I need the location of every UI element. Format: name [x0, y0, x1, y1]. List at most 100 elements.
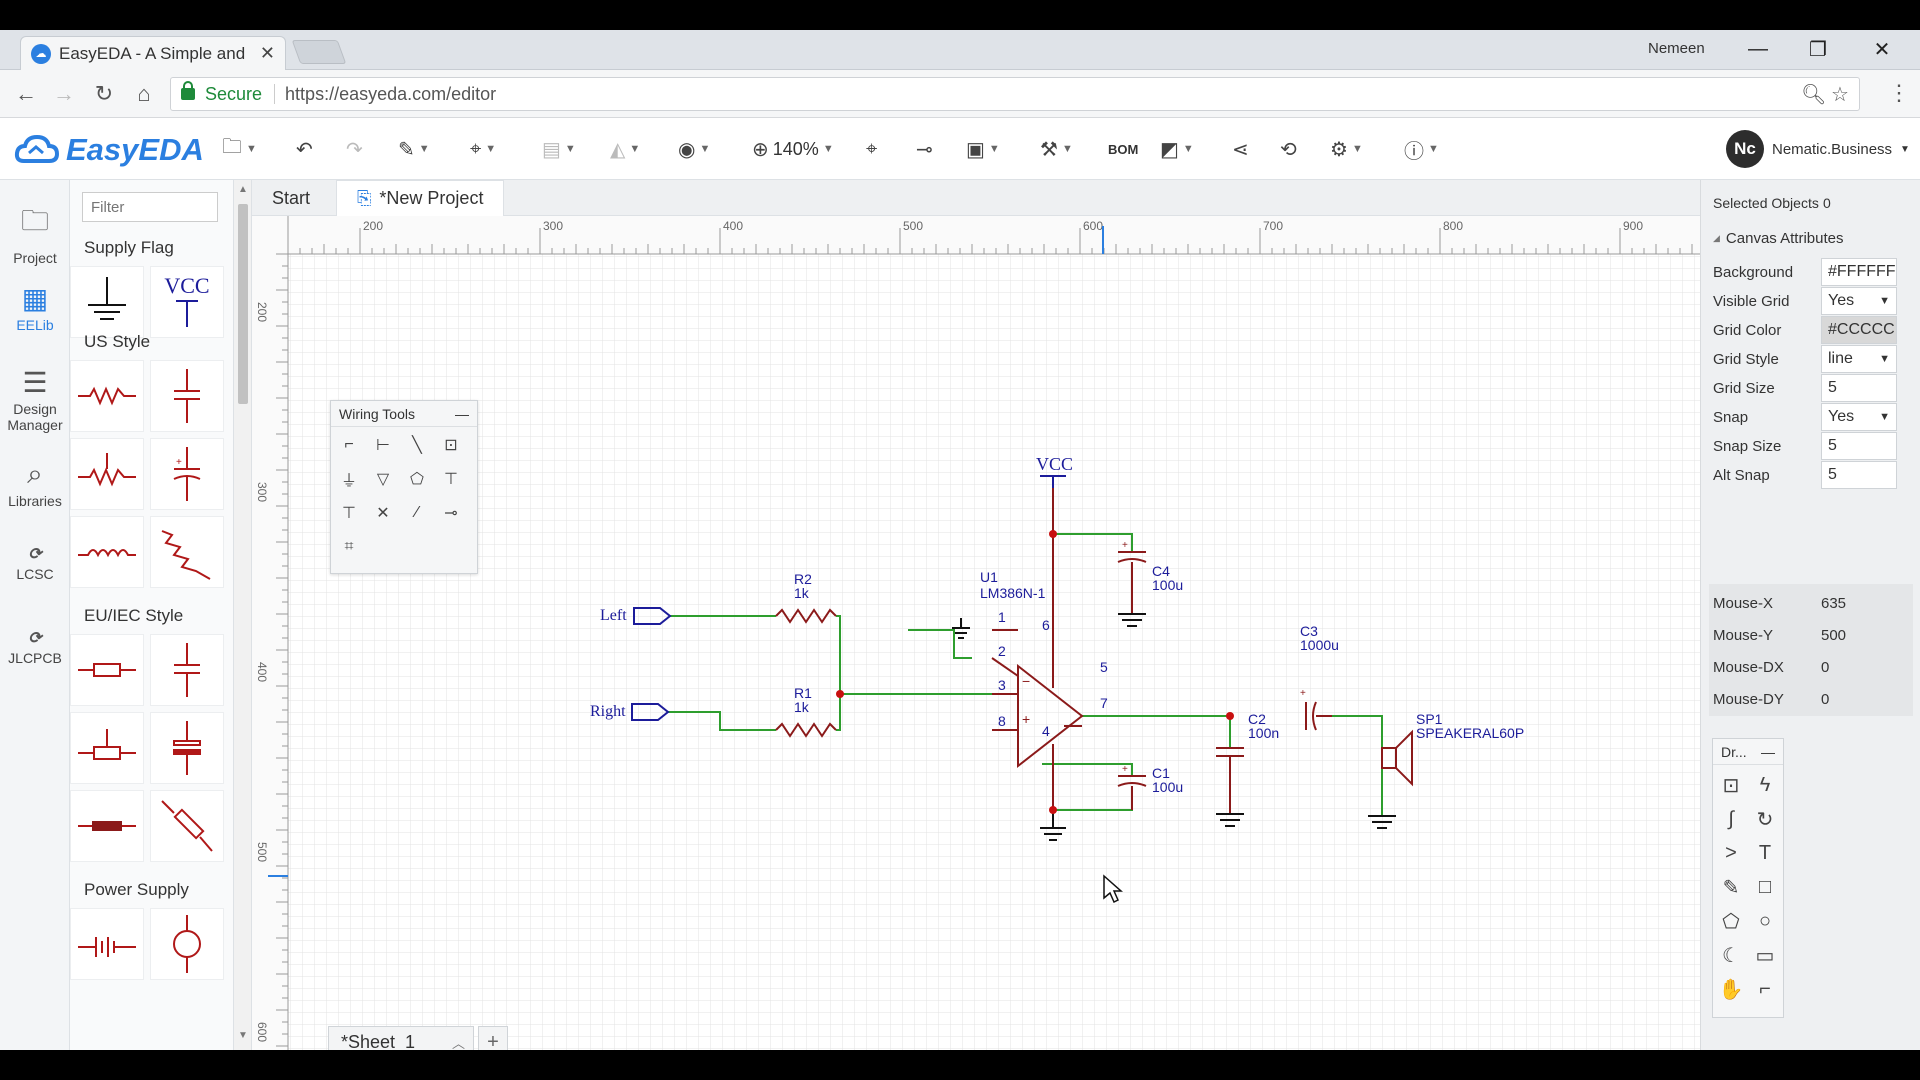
url-field[interactable]: Secure https://easyeda.com/editor 🔍︎ ☆ [170, 77, 1860, 111]
property-value-field[interactable]: Yes▼ [1821, 403, 1897, 431]
right-port-flag[interactable] [631, 703, 670, 721]
nav-design-manager[interactable]: ☰ Design Manager [0, 366, 70, 433]
view-menu-button[interactable]: ◉▼ [678, 134, 710, 164]
pan-hand-tool-icon[interactable]: ✋ [1718, 978, 1744, 1001]
bus-entry-tool-icon[interactable]: ╲ [412, 437, 422, 454]
file-menu-button[interactable]: 🗀▼ [222, 134, 257, 164]
voltage-source-symbol[interactable] [150, 908, 224, 980]
zoom-icon[interactable]: 🔍︎ [1801, 84, 1827, 106]
share-button[interactable]: ⋖ [1232, 134, 1249, 164]
u1-value[interactable]: LM386N-1 [980, 585, 1046, 601]
chevron-up-icon[interactable]: ︿ [451, 1035, 465, 1051]
iec-polarized-capacitor-symbol[interactable] [150, 712, 224, 784]
left-port-flag[interactable] [633, 607, 672, 625]
url-text[interactable]: https://easyeda.com/editor [285, 83, 497, 104]
close-tab-icon[interactable]: ✕ [259, 43, 275, 63]
capacitor-symbol[interactable] [150, 360, 224, 432]
convert-menu-button[interactable]: ▣▼ [966, 134, 1000, 164]
c4-value[interactable]: 100u [1152, 577, 1183, 593]
draw-menu-button[interactable]: ✎▼ [398, 134, 430, 164]
pie-tool-icon[interactable]: ☾ [1722, 944, 1740, 967]
polarized-capacitor-symbol[interactable]: + [150, 438, 224, 510]
c2-value[interactable]: 100n [1248, 725, 1279, 741]
place-menu-button[interactable]: ⌖▼ [470, 134, 496, 164]
collapse-icon[interactable]: — [455, 405, 469, 422]
wire-tool-icon[interactable]: ⌐ [344, 436, 354, 453]
netlabel-tool-button[interactable]: ⊸ [916, 134, 933, 164]
scrollbar-thumb[interactable] [238, 204, 248, 404]
image-tool-icon[interactable]: ▭ [1755, 944, 1775, 967]
align-menu-button[interactable]: ▤▼ [542, 134, 576, 164]
r1-ref[interactable]: R1 [794, 685, 812, 701]
collapse-icon[interactable]: — [1761, 743, 1775, 760]
back-icon[interactable]: ← [15, 81, 37, 106]
iec-diagonal-resistor-symbol[interactable] [150, 790, 224, 862]
history-button[interactable]: ⟲ [1280, 134, 1297, 164]
scroll-up-icon[interactable]: ▲ [238, 184, 248, 195]
help-menu-button[interactable]: ⓘ▼ [1404, 134, 1439, 164]
tab-new-project[interactable]: ⎘*New Project [336, 180, 505, 216]
netlabel-tool-icon[interactable]: ⊡ [444, 437, 458, 454]
text-tool-icon[interactable]: T [1758, 841, 1772, 864]
left-port-label[interactable]: Left [600, 607, 627, 624]
settings-menu-button[interactable]: ⚙▼ [1330, 134, 1363, 164]
rectangle-tool-icon[interactable]: □ [1758, 875, 1772, 898]
nav-project[interactable]: 🗀 Project [0, 200, 70, 266]
c2-ref[interactable]: C2 [1248, 711, 1266, 727]
c1-value[interactable]: 100u [1152, 779, 1183, 795]
property-value-field[interactable]: 5 [1821, 461, 1897, 489]
filter-input[interactable] [82, 192, 218, 222]
tools-menu-button[interactable]: ⚒▼ [1040, 134, 1073, 164]
r2-resistor[interactable] [775, 608, 837, 624]
us-resistor-symbol[interactable] [70, 360, 144, 432]
iec-potentiometer-symbol[interactable] [70, 712, 144, 784]
drawing-tools-header[interactable]: Dr... — [1713, 739, 1783, 765]
arrowhead-tool-icon[interactable]: > [1725, 841, 1737, 864]
bom-button[interactable]: BOM [1108, 134, 1138, 164]
arc-tool-icon[interactable]: ↻ [1756, 808, 1774, 831]
sp1-ref[interactable]: SP1 [1416, 711, 1443, 727]
probe-tool-icon[interactable]: ⁄ [415, 504, 419, 521]
bus-tool-icon[interactable]: ⊢ [376, 437, 390, 454]
c3-ref[interactable]: C3 [1300, 623, 1318, 639]
zigzag-resistor-symbol[interactable] [150, 516, 224, 588]
ground-symbol[interactable] [70, 266, 144, 338]
nav-eelib[interactable]: ▦ EELib [0, 282, 70, 333]
vcc-tool-icon[interactable]: ⊤ [444, 471, 458, 488]
browser-tab[interactable]: ☁ EasyEDA - A Simple and ✕ [20, 36, 286, 70]
sp1-value[interactable]: SPEAKERAL60P [1416, 725, 1524, 741]
freehand-tool-icon[interactable]: ✎ [1722, 876, 1740, 899]
new-tab-button[interactable] [291, 40, 347, 64]
canvas-attributes-header[interactable]: ◢ Canvas Attributes [1713, 222, 1909, 254]
bezier-tool-icon[interactable]: ∫ [1728, 807, 1734, 830]
group-tool-icon[interactable]: ⌗ [344, 538, 354, 555]
home-icon[interactable]: ⌂ [137, 81, 151, 106]
close-window-icon[interactable]: ✕ [1873, 38, 1891, 61]
vcc-symbol[interactable]: VCC [150, 266, 224, 338]
c1-ref[interactable]: C1 [1152, 765, 1170, 781]
property-value-field[interactable]: line▼ [1821, 345, 1897, 373]
forward-icon[interactable]: → [53, 81, 75, 106]
iec-capacitor-symbol[interactable] [150, 634, 224, 706]
pin-tool-icon[interactable]: ⊸ [444, 505, 458, 522]
restore-icon[interactable]: ❐ [1809, 38, 1827, 61]
right-port-label[interactable]: Right [590, 703, 626, 720]
polygon-tool-icon[interactable]: ⬠ [1722, 910, 1740, 933]
battery-symbol[interactable] [70, 908, 144, 980]
property-value-field[interactable]: #FFFFFF [1821, 258, 1897, 286]
r1-resistor[interactable] [775, 722, 837, 738]
polyline-tool-icon[interactable]: ϟ [1759, 773, 1771, 796]
wiring-tools-header[interactable]: Wiring Tools — [331, 401, 477, 427]
origin-tool-icon[interactable]: ⌐ [1759, 977, 1771, 1000]
property-value-field[interactable]: 5 [1821, 374, 1897, 402]
nav-jlcpcb[interactable]: ⟳ JLCPCB [0, 628, 70, 666]
cursor-tool-button[interactable]: ⌖ [866, 134, 877, 164]
user-menu[interactable]: Nc Nematic.Business ▼ [1726, 130, 1910, 168]
iec-filled-resistor-symbol[interactable] [70, 790, 144, 862]
iec-resistor-symbol[interactable] [70, 634, 144, 706]
5v-tool-icon[interactable]: ⊤ [342, 505, 356, 522]
chrome-menu-icon[interactable]: ⋮ [1888, 80, 1910, 105]
tab-start[interactable]: Start [252, 180, 330, 216]
c3-value[interactable]: 1000u [1300, 637, 1339, 653]
